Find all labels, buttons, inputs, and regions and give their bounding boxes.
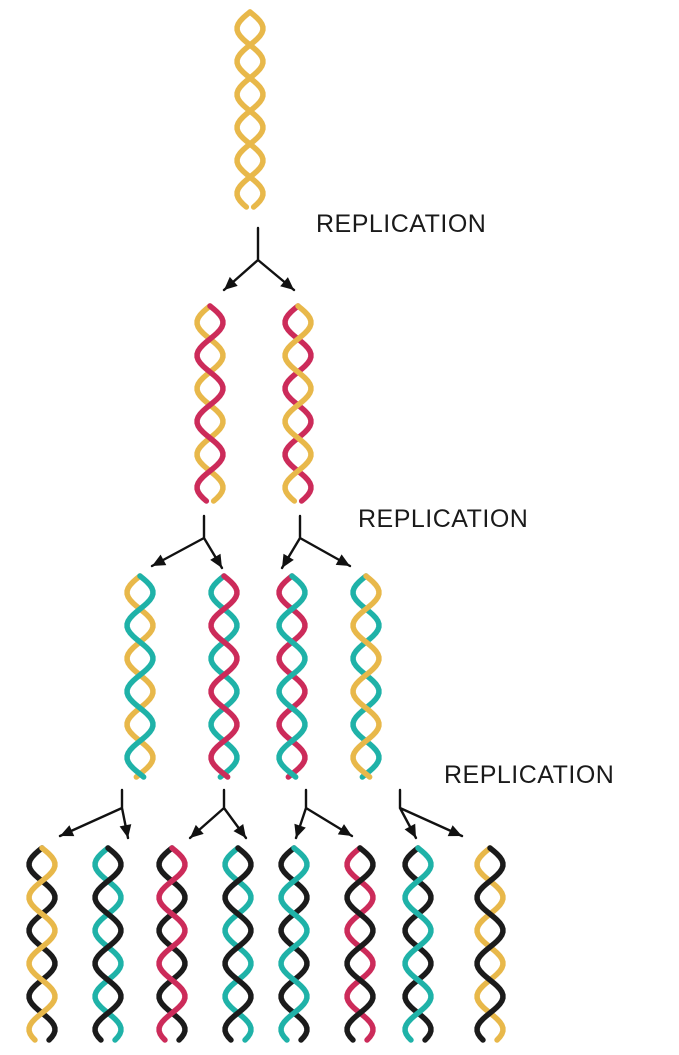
dna-strand-gen2 bbox=[402, 845, 434, 1043]
arrowhead-right bbox=[280, 277, 294, 290]
replication-label-2: REPLICATION bbox=[358, 505, 528, 533]
arrowhead-left bbox=[152, 554, 167, 566]
arrowhead-left bbox=[294, 823, 306, 838]
dna-strand-gen1 bbox=[194, 303, 226, 504]
dna-strand-original bbox=[234, 9, 266, 210]
dna-strand-gen3 bbox=[92, 845, 124, 1043]
dna-strand-original bbox=[26, 845, 58, 1043]
dna-strand-original bbox=[282, 303, 314, 504]
dna-helix-g3-4 bbox=[278, 845, 310, 1043]
replication-label-3: REPLICATION bbox=[444, 761, 614, 789]
dna-strand-gen3 bbox=[344, 845, 376, 1043]
dna-helix-g2-0 bbox=[124, 573, 156, 780]
arrowhead-left bbox=[60, 825, 75, 837]
dna-helix-g3-1 bbox=[92, 845, 124, 1043]
arrowhead-left bbox=[190, 824, 204, 838]
dna-helix-g3-0 bbox=[26, 845, 58, 1043]
dna-helix-g3-7 bbox=[474, 845, 506, 1043]
dna-strand-gen1 bbox=[156, 845, 188, 1043]
dna-helix-g3-3 bbox=[222, 845, 254, 1043]
dna-helix-g1-1 bbox=[282, 303, 314, 504]
dna-strand-gen2 bbox=[124, 573, 156, 780]
dna-strand-original bbox=[350, 573, 382, 780]
arrowhead-left bbox=[224, 276, 238, 290]
replication-fork-arrow-2 bbox=[280, 514, 352, 570]
fork-stem-line bbox=[222, 226, 296, 292]
replication-label-1: REPLICATION bbox=[316, 210, 486, 238]
arrowhead-right bbox=[337, 824, 352, 836]
arrowhead-right bbox=[210, 553, 222, 568]
arrow-layer bbox=[58, 226, 464, 840]
arrowhead-left bbox=[282, 553, 294, 568]
dna-helix-g3-6 bbox=[402, 845, 434, 1043]
replication-fork-arrow-4 bbox=[188, 788, 248, 840]
replication-fork-arrow-0 bbox=[222, 226, 296, 292]
dna-helix-g3-5 bbox=[344, 845, 376, 1043]
arrowhead-right bbox=[335, 554, 350, 566]
dna-helix-g0-0 bbox=[234, 9, 266, 210]
dna-helix-g2-2 bbox=[276, 573, 308, 780]
dna-helix-g3-2 bbox=[156, 845, 188, 1043]
dna-strand-gen3 bbox=[222, 845, 254, 1043]
arrowhead-right bbox=[233, 824, 246, 838]
arrowhead-right bbox=[119, 824, 132, 838]
replication-fork-arrow-1 bbox=[150, 514, 224, 570]
dna-helix-g1-0 bbox=[194, 303, 226, 504]
dna-strand-gen1 bbox=[208, 573, 240, 780]
helix-layer bbox=[26, 9, 506, 1043]
dna-strand-gen2 bbox=[278, 845, 310, 1043]
replication-fork-arrow-5 bbox=[294, 788, 354, 840]
replication-fork-arrow-6 bbox=[398, 788, 464, 840]
dna-strand-gen3 bbox=[474, 845, 506, 1043]
arrowhead-left bbox=[404, 823, 416, 838]
dna-strand-gen2 bbox=[276, 573, 308, 780]
dna-helix-g2-1 bbox=[208, 573, 240, 780]
dna-helix-g2-3 bbox=[350, 573, 382, 780]
arrowhead-right bbox=[447, 825, 462, 837]
replication-fork-arrow-3 bbox=[58, 788, 132, 840]
